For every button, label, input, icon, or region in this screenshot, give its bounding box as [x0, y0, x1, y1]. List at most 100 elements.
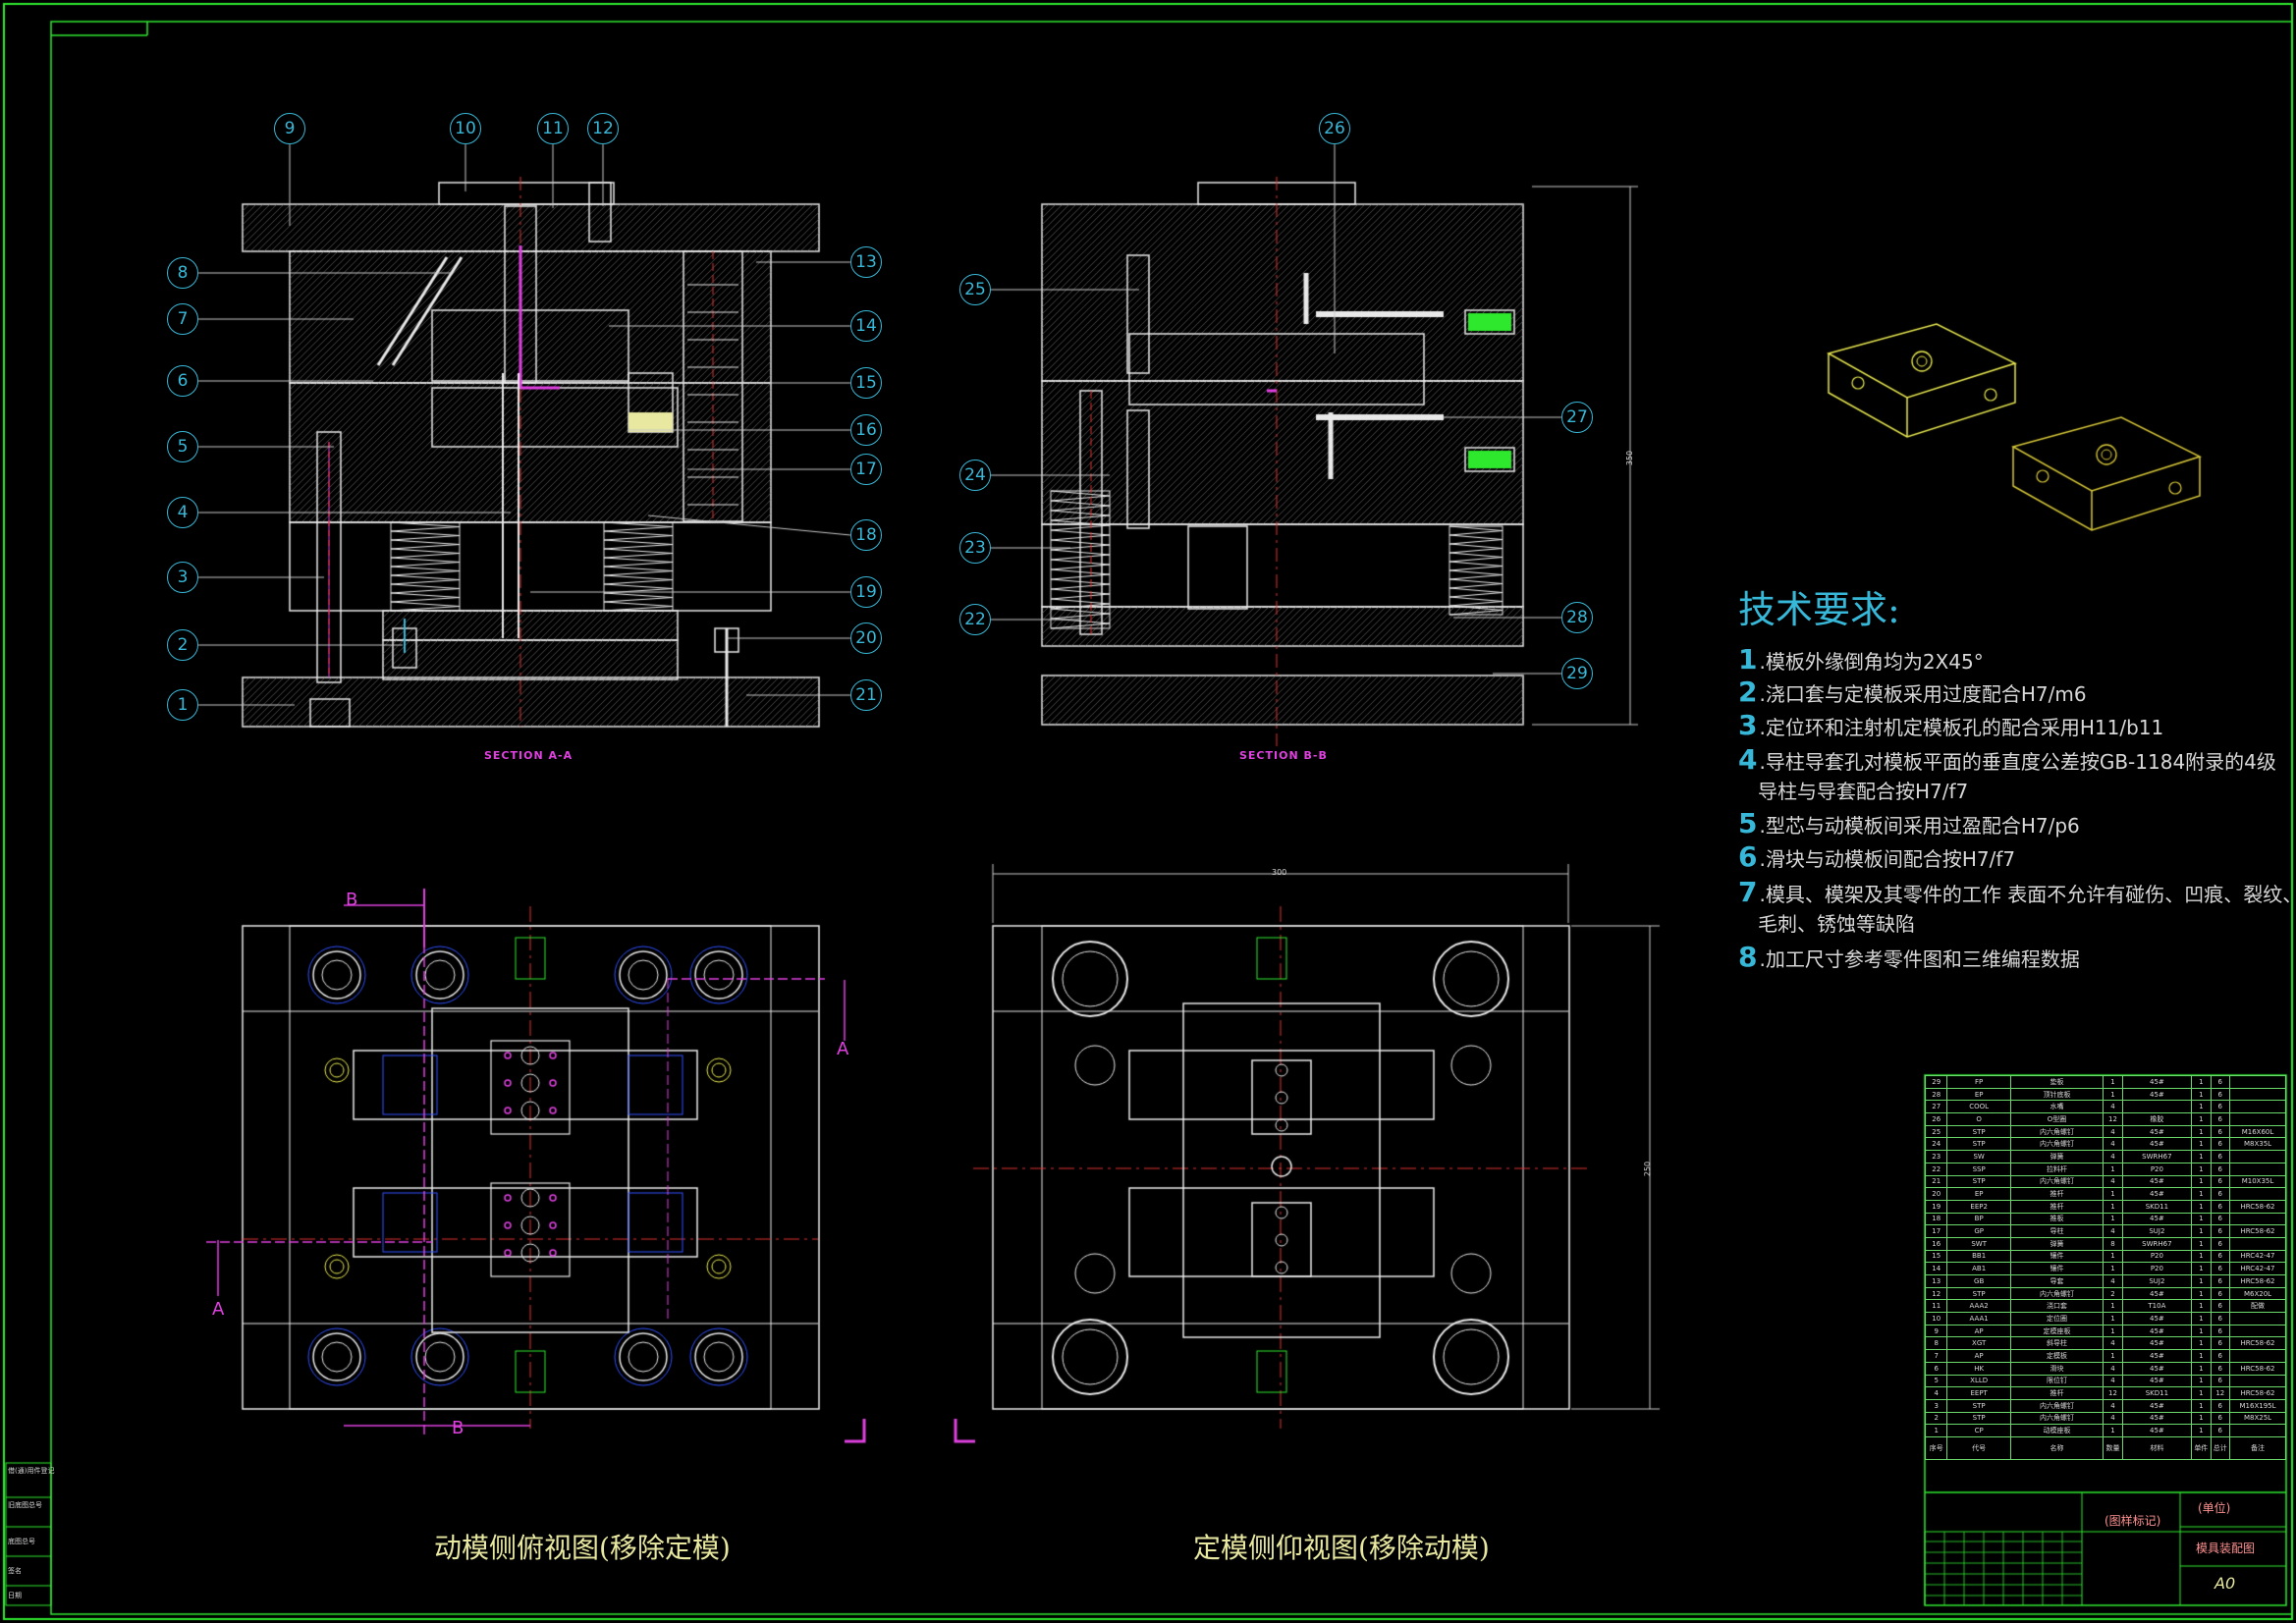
right-view-caption: 定模侧仰视图(移除动模)	[1193, 1532, 1490, 1564]
cut-b-top-label: B	[346, 890, 358, 910]
tech-req-num: 3	[1738, 709, 1758, 741]
bom-cell: 配做	[2229, 1299, 2286, 1314]
bom-cell: 1	[2191, 1374, 2212, 1388]
balloon-3: 3	[167, 562, 198, 593]
bom-header-cell: 单件	[2191, 1435, 2212, 1460]
bom-cell: STP	[1946, 1398, 2011, 1413]
bom-cell: 1	[2103, 1312, 2123, 1325]
bom-cell: 1	[1924, 1424, 1948, 1437]
balloon-12: 12	[587, 113, 619, 144]
bom-cell: GB	[1946, 1274, 2011, 1288]
bom-cell: 6	[2210, 1150, 2231, 1163]
bom-cell: XGT	[1946, 1336, 2011, 1351]
bom-cell: 推板	[2009, 1212, 2105, 1226]
bom-cell: 45#	[2121, 1398, 2193, 1413]
bom-cell: SKD11	[2121, 1199, 2193, 1214]
bom-cell: 垫板	[2009, 1075, 2105, 1089]
bom-cell: 21	[1924, 1174, 1948, 1189]
bom-cell: 1	[2191, 1075, 2212, 1089]
bom-header-row: 序号代号名称数量材料单件总计备注	[1924, 1435, 2286, 1460]
bom-cell: 4	[1924, 1386, 1948, 1400]
balloon-11: 11	[537, 113, 569, 144]
width-dim: 300	[1272, 868, 1287, 877]
section-bb-label: SECTION B-B	[1239, 749, 1328, 762]
bom-cell: GP	[1946, 1224, 2011, 1238]
bom-cell: 1	[2103, 1075, 2123, 1089]
bom-cell: 12	[2103, 1112, 2123, 1126]
bom-cell: HRC58-62	[2229, 1199, 2286, 1214]
bom-cell: HRC58-62	[2229, 1224, 2286, 1238]
bom-cell: CP	[1946, 1424, 2011, 1437]
bom-cell: 推杆	[2009, 1187, 2105, 1201]
bom-cell: 1	[2103, 1249, 2123, 1264]
bom-cell: 1	[2191, 1162, 2212, 1176]
bom-cell: 4	[2103, 1124, 2123, 1139]
bom-cell	[2229, 1349, 2286, 1363]
tech-req-num: 7	[1738, 876, 1758, 908]
balloon-8: 8	[167, 257, 198, 289]
tech-req-text: .模具、模架及其零件的工作 表面不允许有碰伤、凹痕、裂纹、	[1759, 883, 2296, 906]
tech-req-text: .导柱导套孔对模板平面的垂直度公差按GB-1184附录的4级	[1759, 750, 2276, 774]
bom-cell: 45#	[2121, 1137, 2193, 1152]
bom-cell: 6	[2210, 1424, 2231, 1437]
tech-req-num: 1	[1738, 643, 1758, 676]
bom-cell: 10	[1924, 1312, 1948, 1325]
bom-cell: M16X60L	[2229, 1124, 2286, 1139]
bom-cell	[2229, 1075, 2286, 1089]
tech-req-num: 6	[1738, 840, 1758, 873]
bom-cell: 26	[1924, 1112, 1948, 1126]
bom-cell: HK	[1946, 1361, 2011, 1376]
bom-cell: BP	[1946, 1212, 2011, 1226]
bom-cell: 23	[1924, 1150, 1948, 1163]
bom-cell: 1	[2103, 1424, 2123, 1437]
tech-req-item-5: 5.型芯与动模板间采用过盈配合H7/p6	[1738, 807, 2080, 839]
bom-cell: 1	[2191, 1424, 2212, 1437]
bom-header-cell: 名称	[2009, 1435, 2105, 1460]
bom-cell: 1	[2191, 1411, 2212, 1426]
bom-cell: 45#	[2121, 1087, 2193, 1102]
bom-cell: 15	[1924, 1249, 1948, 1264]
bom-cell: 14	[1924, 1262, 1948, 1275]
bom-cell: 2	[2103, 1286, 2123, 1301]
bom-cell: 6	[2210, 1312, 2231, 1325]
bom-cell: 29	[1924, 1075, 1948, 1089]
bom-cell: AAA2	[1946, 1299, 2011, 1314]
bom-cell: 4	[2103, 1398, 2123, 1413]
cut-b-bottom-label: B	[452, 1418, 465, 1438]
bom-cell: STP	[1946, 1411, 2011, 1426]
bom-cell: 6	[2210, 1124, 2231, 1139]
bom-cell: 内六角螺钉	[2009, 1124, 2105, 1139]
bom-cell: 20	[1924, 1187, 1948, 1201]
bom-cell: 1	[2191, 1100, 2212, 1114]
bom-cell: 6	[2210, 1174, 2231, 1189]
bom-cell: 滑块	[2009, 1361, 2105, 1376]
bom-cell: 45#	[2121, 1411, 2193, 1426]
bom-cell: M10X35L	[2229, 1174, 2286, 1189]
bom-cell: 1	[2191, 1199, 2212, 1214]
balloon-1: 1	[167, 689, 198, 721]
bom-cell: 内六角螺钉	[2009, 1286, 2105, 1301]
bom-cell: 动模座板	[2009, 1424, 2105, 1437]
bom-cell: 6	[2210, 1137, 2231, 1152]
bom-cell: FP	[1946, 1075, 2011, 1089]
stamp-label: 日期	[8, 1592, 22, 1599]
bom-cell: 1	[2191, 1386, 2212, 1400]
tech-req-title: 技术要求:	[1738, 588, 1900, 631]
balloon-18: 18	[850, 519, 882, 551]
bom-cell: 45#	[2121, 1212, 2193, 1226]
bom-cell: 1	[2191, 1212, 2212, 1226]
bom-cell: 27	[1924, 1100, 1948, 1114]
bom-cell: 7	[1924, 1349, 1948, 1363]
bom-cell	[2121, 1100, 2193, 1114]
bom-cell: HRC42-47	[2229, 1262, 2286, 1275]
bom-cell: 1	[2103, 1162, 2123, 1176]
